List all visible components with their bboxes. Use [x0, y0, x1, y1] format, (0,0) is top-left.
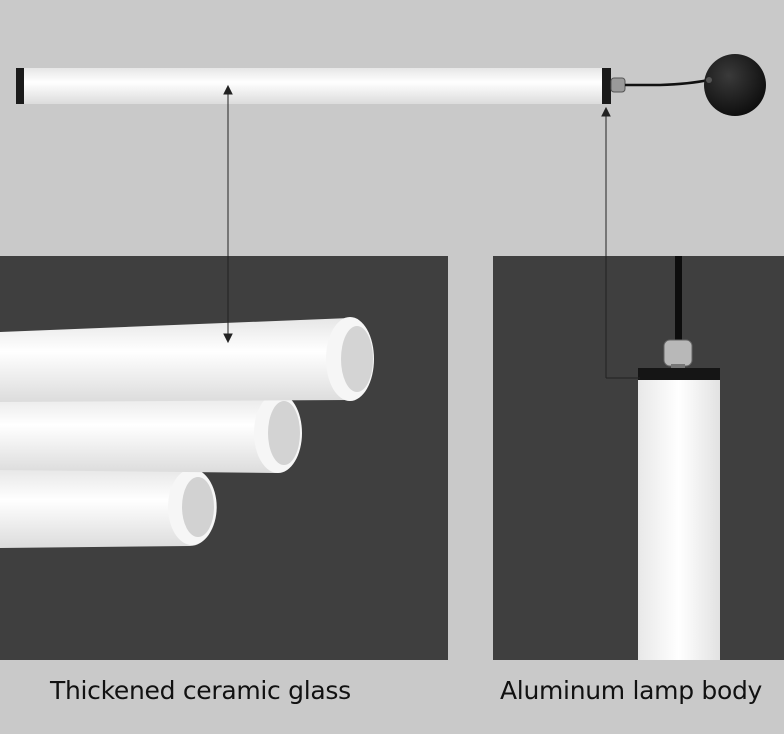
glass-tubes [0, 317, 374, 548]
aluminum-body-panel [493, 256, 784, 660]
aluminum-body-label: Aluminum lamp body [500, 676, 763, 705]
horizontal-lamp [16, 54, 766, 116]
ceramic-glass-panel [0, 256, 448, 660]
ceiling-canopy [704, 54, 766, 116]
ceramic-glass-label: Thickened ceramic glass [50, 676, 351, 705]
pointer-arrows [223, 84, 640, 379]
